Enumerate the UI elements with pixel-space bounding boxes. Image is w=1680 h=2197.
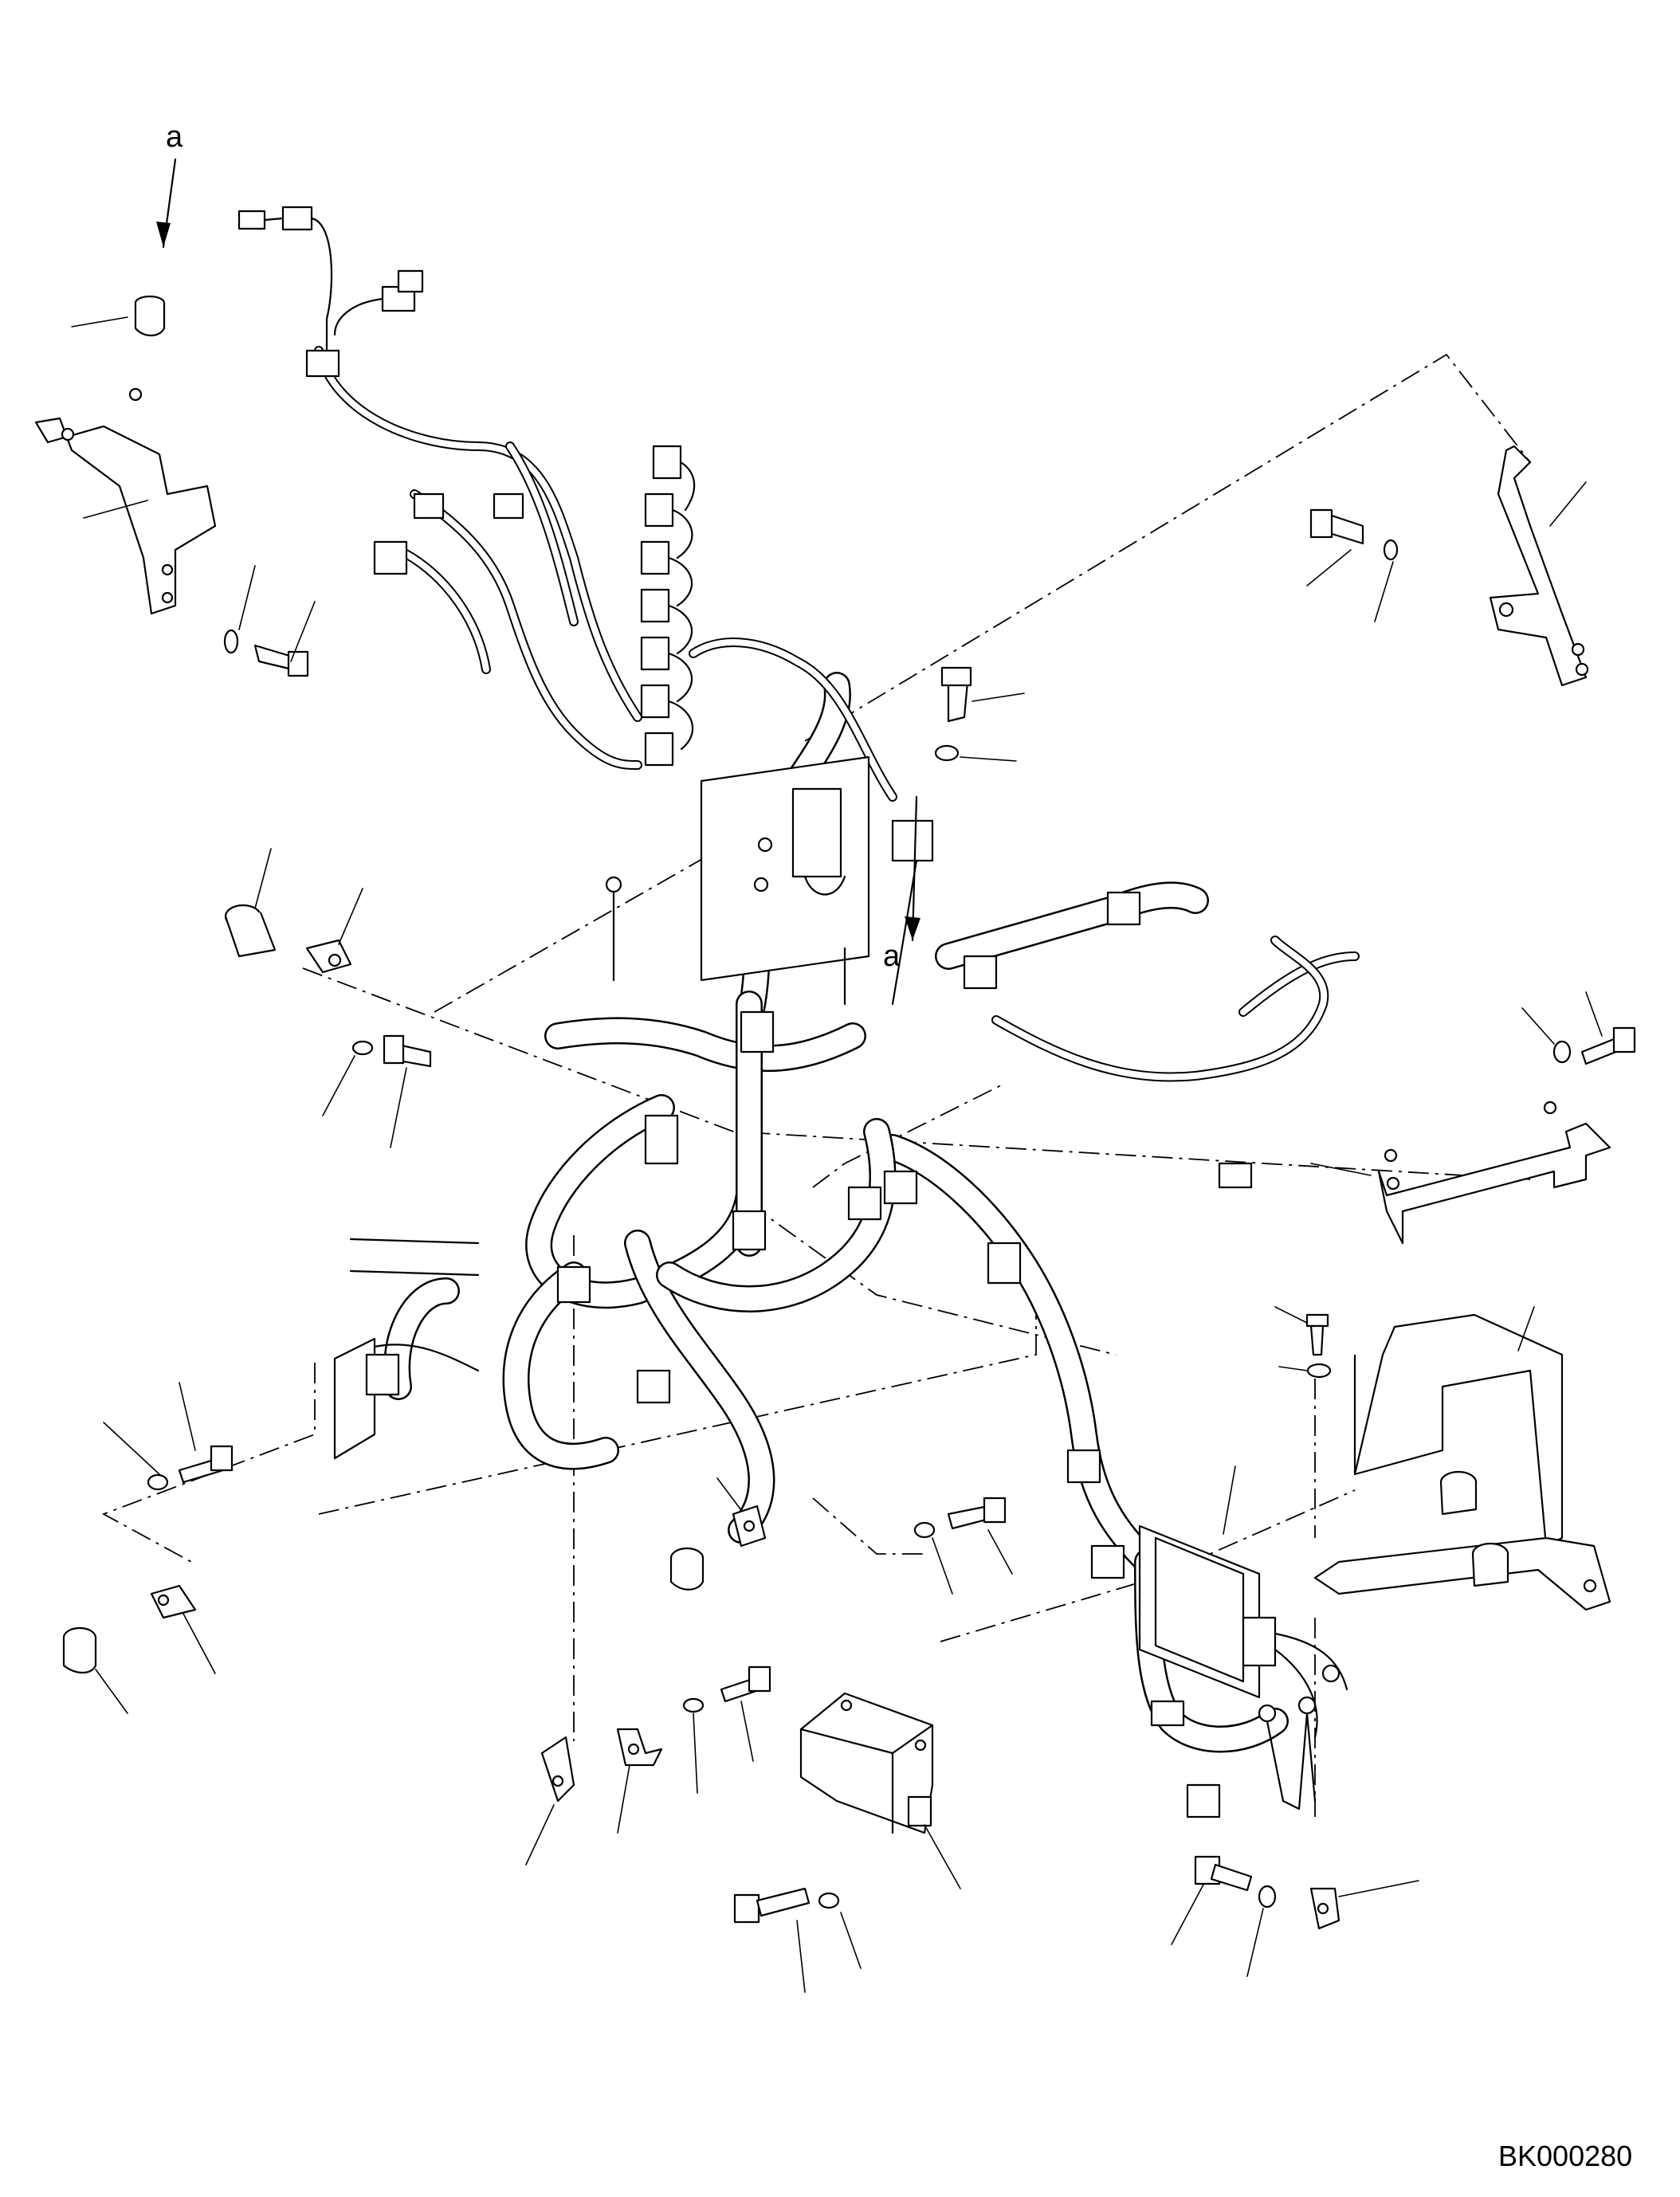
- right-upper-bracket-group: [1310, 991, 1636, 1245]
- center-control-box: [605, 755, 934, 1006]
- view-arrow-label-top: a: [166, 120, 183, 154]
- bottom-clamp-fastener-group: [525, 1665, 771, 1865]
- bottom-bolt-group: [733, 1887, 862, 1993]
- lower-center-collar-group: [669, 1477, 1013, 1595]
- assembly-center-lines: [101, 353, 1531, 1817]
- right-cover-group: [1274, 1306, 1611, 1611]
- harness-left-ends: [333, 1238, 480, 1460]
- harness-clips: [365, 891, 1253, 1727]
- view-arrow-label-center: a: [883, 940, 901, 973]
- left-middle-collar-group: [224, 848, 432, 1148]
- main-harness: [383, 672, 1289, 1753]
- right-module-box: [1138, 1465, 1348, 1818]
- upper-wire-branches: [314, 346, 1360, 1082]
- top-connectors: [237, 206, 524, 575]
- top-left-bracket-group: [34, 158, 316, 677]
- bottom-right-fastener-group: [1171, 1855, 1419, 1977]
- drawing-code: BK000280: [1498, 2140, 1632, 2172]
- lower-controller-box: [799, 1692, 961, 1889]
- top-center-fastener-group: [905, 666, 1025, 942]
- top-right-bracket-group: [1306, 445, 1589, 687]
- lower-left-collar-group: [62, 1382, 234, 1714]
- connector-chain: [640, 445, 696, 767]
